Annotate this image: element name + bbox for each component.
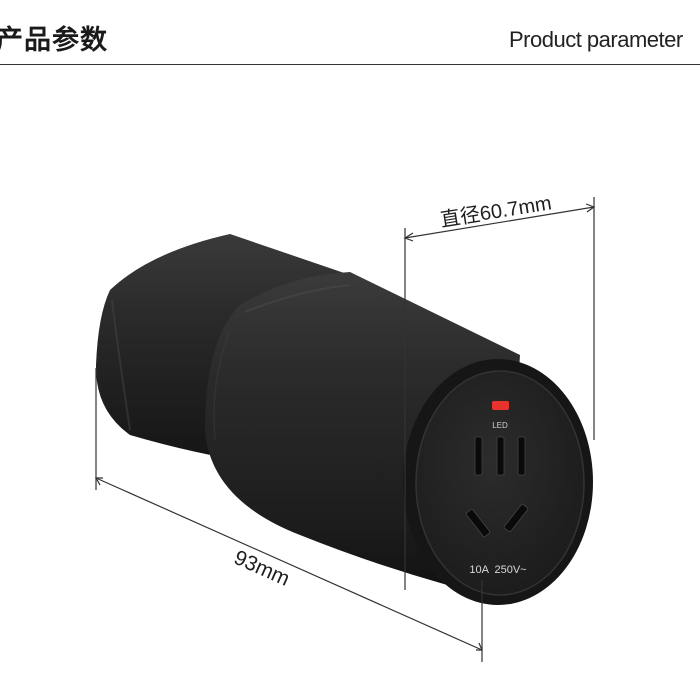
diameter-dimension	[403, 197, 596, 590]
socket-angled-slots	[465, 503, 529, 538]
section-title-chinese: 产品参数	[0, 25, 108, 56]
led-indicator	[492, 401, 509, 410]
section-title-english: Product parameter	[509, 27, 683, 52]
diameter-label: 直径60.7mm	[439, 191, 553, 231]
length-label: 93mm	[230, 546, 293, 591]
socket-rating: 10A 250V~	[469, 564, 526, 576]
socket-face: LED 10A 250V~	[403, 359, 593, 605]
socket-vertical-slots	[474, 436, 526, 476]
length-dimension	[94, 368, 483, 662]
led-label: LED	[492, 421, 508, 430]
page-header: 产品参数 Product parameter	[0, 0, 700, 65]
